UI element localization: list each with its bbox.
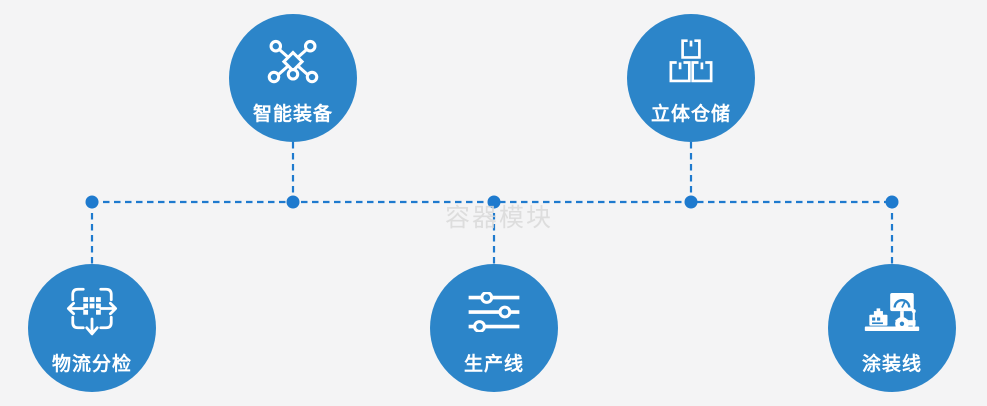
node-label: 生产线 [463, 354, 524, 375]
junction-dot [286, 195, 300, 209]
network-nodes-icon [264, 34, 322, 90]
node-label: 涂装线 [861, 354, 922, 375]
stacked-boxes-icon [664, 34, 718, 90]
node-logistics-sorting: 物流分检 [28, 264, 156, 392]
node-painting-line: 涂装线 [828, 264, 956, 392]
watermark-text: 容器模块 [445, 204, 554, 232]
sorting-arrows-icon [64, 284, 120, 340]
sliders-icon [465, 284, 523, 340]
node-smart-equipment: 智能装备 [229, 14, 357, 142]
node-warehouse: 立体仓储 [627, 14, 755, 142]
junction-dot [885, 195, 899, 209]
node-label: 物流分检 [51, 354, 132, 375]
node-label: 智能装备 [252, 104, 333, 125]
node-label: 立体仓储 [650, 104, 731, 125]
machine-monitor-icon [863, 284, 921, 340]
junction-dot [487, 195, 501, 209]
junction-dot [684, 195, 698, 209]
node-production-line: 生产线 [430, 264, 558, 392]
junction-dot [85, 195, 99, 209]
